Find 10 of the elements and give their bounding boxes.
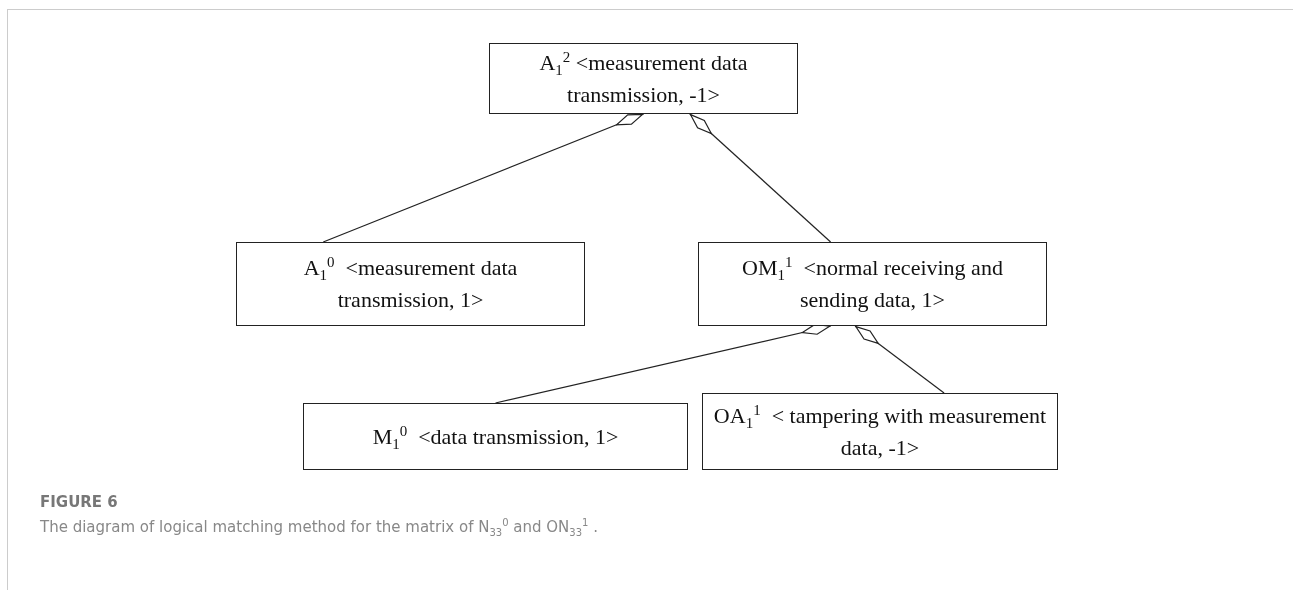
text-box: A$_{1}$$^{2}$ <measurement data transmission, -1> xyxy=(489,43,798,114)
text-box: A$_{1}$$^{0}$ <measurement data transmission, 1> xyxy=(236,242,585,326)
aggregation-connector xyxy=(854,325,945,394)
text-box: M$_{1}$$^{0}$ <data transmission, 1> xyxy=(303,403,688,470)
aggregation-connector xyxy=(322,113,645,243)
figure-caption: The diagram of logical matching method for the matrix of N$_{33}$$^{0}$ and ON$_{33}$$^{1}$ . xyxy=(40,518,598,536)
text-box: OM$_{1}$$^{1}$ <normal receiving and sending data, 1> xyxy=(698,242,1047,326)
text-box: OA$_{1}$$^{1}$ < tampering with measurement data, -1> xyxy=(702,393,1058,470)
aggregation-connector xyxy=(689,113,832,243)
figure-label: FIGURE 6 xyxy=(40,493,118,511)
